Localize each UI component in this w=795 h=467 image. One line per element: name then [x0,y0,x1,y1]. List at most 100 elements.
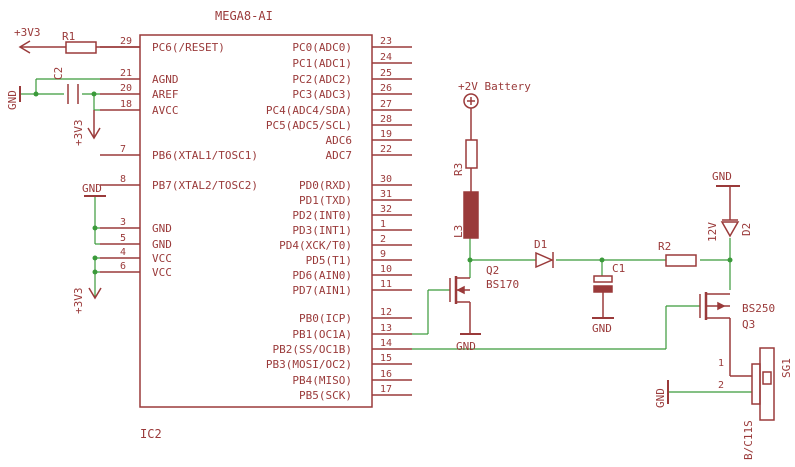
pin-label: AGND [152,73,179,86]
supply-3v3-top [18,40,40,54]
junction [727,257,733,263]
pin-label: PC0(ADC0) [292,41,352,54]
ic-pin-left: 5 GND [100,233,172,251]
pin-number: 13 [380,323,392,334]
pin-label: PB5(SCK) [299,389,352,402]
junction [599,257,605,263]
ic-pin-right: 27 PC4(ADC4/SDA) [266,99,412,117]
net-label-3v3-vcc: +3V3 [72,288,85,315]
pin-label: PB1(OC1A) [292,328,352,341]
pin-number: 28 [380,114,392,125]
net-label-3v3-cap: +3V3 [72,120,85,147]
pin-number: 9 [380,249,386,260]
ic-pin-right: 15 PB3(MOSI/OC2) [266,353,412,371]
junctions [33,91,733,275]
pin-label: PB4(MISO) [292,374,352,387]
sg1-plate [751,363,761,405]
d2-body [720,221,740,238]
part-label-q3: Q3 [742,318,755,331]
pin-label: PD4(XCK/T0) [279,239,352,252]
pin-number: 27 [380,99,392,110]
pin-number: 10 [380,264,392,275]
ic-pin-right: 17 PB5(SCK) [299,384,412,402]
part-type-sg1: B/C11S [742,420,755,460]
wires [20,78,752,393]
q2-arrow-icon [456,285,465,295]
part-type-q3: BS250 [742,302,775,315]
arrow-down-icon [88,287,102,300]
net-label-gnd-sg1: GND [654,388,667,408]
pin-label: ADC6 [326,134,353,147]
q3-arrow-icon [717,301,726,311]
pin-number: 15 [380,353,392,364]
pin-label: PB2(SS/OC1B) [273,343,352,356]
l3-body [463,191,479,239]
pin-label: PD7(AIN1) [292,284,352,297]
pin-label: PD5(T1) [306,254,352,267]
junction [33,91,39,97]
pin-number: 6 [120,261,126,272]
part-label-d2: D2 [740,223,753,236]
pin-number: 20 [120,83,132,94]
part-type-q2: BS170 [486,278,519,291]
parts [18,40,775,421]
pin-number: 21 [120,68,132,79]
ic-body [139,34,373,408]
part-label-q2: Q2 [486,264,499,277]
r3-body [465,139,478,169]
arrow-down-icon [87,127,101,140]
junction [92,255,98,261]
pin-number: 5 [120,233,126,244]
ic-right-pins: 23PC0(ADC0)24PC1(ADC1)25PC2(ADC2)26PC3(A… [266,36,412,402]
part-label-l3: L3 [452,225,465,238]
pin-label: ADC7 [326,149,353,162]
arrow-icon [18,40,31,54]
pin-label: PC1(ADC1) [292,57,352,70]
pin-label: GND [152,238,172,251]
pin-label: AVCC [152,104,179,117]
d1-body [535,251,554,269]
net-label-gnd-ic: GND [82,182,102,195]
pin-number: 3 [120,217,126,228]
pin-label: VCC [152,266,172,279]
ic-pin-left: 20 AREF [100,83,179,101]
pin-label: PC4(ADC4/SDA) [266,104,352,117]
sg1-body [759,347,775,421]
labels: +3V3 R1 C2 GND +3V3 GND +3V3 +2V Battery… [6,26,793,460]
pin-number: 11 [380,279,392,290]
pin-number: 4 [120,247,126,258]
pin-number: 29 [120,36,132,47]
pin-number: 17 [380,384,392,395]
pin-label: PB6(XTAL1/TOSC1) [152,149,258,162]
pin-number: 2 [380,234,386,245]
part-label-sg1: SG1 [780,358,793,378]
sg1-element [762,371,772,385]
pin-number-sg1-2: 2 [718,380,724,391]
pin-label: PD1(TXD) [299,194,352,207]
part-label-r3: R3 [452,163,465,176]
pin-number: 1 [380,219,386,230]
pin-label: AREF [152,88,179,101]
pin-number: 19 [380,129,392,140]
r2-body [665,254,697,267]
pin-number-sg1-1: 1 [718,358,724,369]
part-label-r2: R2 [658,240,671,253]
junction [467,257,473,263]
pin-number: 23 [380,36,392,47]
pin-label: PB3(MOSI/OC2) [266,358,352,371]
pin-label: GND [152,222,172,235]
pin-label: PD0(RXD) [299,179,352,192]
ic-pin-right: 23 PC0(ADC0) [292,36,412,54]
